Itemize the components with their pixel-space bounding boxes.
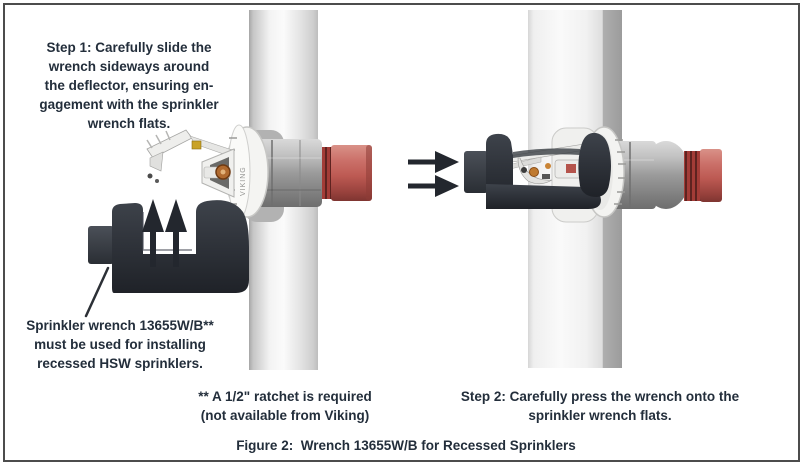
label-leader-line <box>84 266 110 318</box>
step2-instruction: Step 2: Carefully press the wrench onto … <box>460 389 740 423</box>
step2-wrench <box>464 132 611 209</box>
brand-mark-text: VIKING <box>240 166 247 196</box>
left-sprinkler-head: VIKING <box>146 129 247 198</box>
step1-assembly: VIKING <box>84 10 372 370</box>
arrow-up-icons <box>142 199 187 267</box>
step2-assembly <box>408 10 722 368</box>
figure-caption: Figure 2: Wrench 13655W/B for Recessed S… <box>236 438 576 453</box>
ratchet-note: ** A 1/2" ratchet is required (not avail… <box>198 389 372 423</box>
wrench-label: Sprinkler wrench 13655W/B** must be used… <box>26 318 214 371</box>
right-red-pipe <box>684 149 722 202</box>
arrow-right-icons <box>408 151 459 197</box>
ratchet-boss <box>88 226 114 264</box>
step1-instruction: Step 1: Carefully slide the wrench sidew… <box>39 40 219 131</box>
step1-wrench <box>88 200 249 293</box>
figure-border <box>3 3 800 462</box>
ratchet-boss <box>464 151 488 193</box>
